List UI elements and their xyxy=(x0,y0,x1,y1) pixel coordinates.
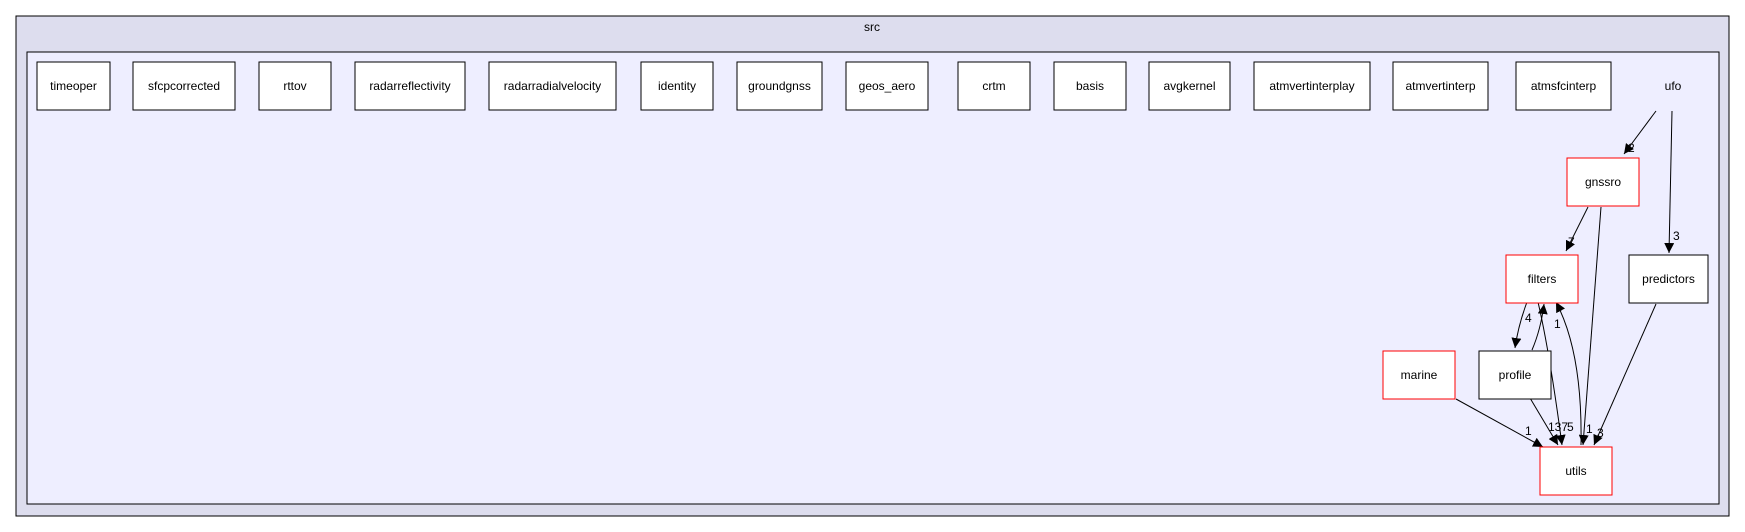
edge-label-ufo-gnssro: 2 xyxy=(1628,141,1635,155)
edge-ufo-gnssro[interactable]: 2 xyxy=(1623,110,1657,155)
node-marine[interactable]: marine xyxy=(1382,350,1456,400)
node-gnssro-box xyxy=(1566,157,1640,207)
node-identity[interactable]: identity xyxy=(640,61,714,111)
nodes: ufo timeoper sfcpcorrected rttov radarre… xyxy=(36,61,1709,496)
node-sfcpcorrected-label: sfcpcorrected xyxy=(148,79,220,93)
edge-predictors-utils[interactable]: 3 xyxy=(1593,303,1657,446)
node-gnssro[interactable]: gnssro xyxy=(1566,157,1640,207)
node-crtm-label: crtm xyxy=(982,79,1005,93)
node-ufo[interactable]: ufo xyxy=(1665,79,1682,93)
node-profile-box xyxy=(1478,350,1552,400)
node-profile-label: profile xyxy=(1499,368,1532,382)
edge-label-profile-utils: 5 xyxy=(1567,420,1574,434)
node-atmsfcinterp[interactable]: atmsfcinterp xyxy=(1515,61,1612,111)
node-basis-box xyxy=(1053,61,1127,111)
node-atmvertinterp-box xyxy=(1392,61,1489,111)
edge-label-profile-filters: 4 xyxy=(1525,311,1532,325)
edge-profile-filters[interactable]: 4 xyxy=(1525,303,1548,351)
node-identity-box xyxy=(640,61,714,111)
node-filters-label: filters xyxy=(1528,272,1557,286)
node-geos-aero[interactable]: geos_aero xyxy=(845,61,929,111)
node-rttov-label: rttov xyxy=(283,79,306,93)
node-radarreflectivity-label: radarreflectivity xyxy=(369,79,450,93)
edge-label-gnssro-filters: 7 xyxy=(1568,235,1575,249)
node-predictors-box xyxy=(1628,254,1709,304)
node-radarreflectivity[interactable]: radarreflectivity xyxy=(354,61,466,111)
node-profile[interactable]: profile xyxy=(1478,350,1552,400)
node-geos-aero-label: geos_aero xyxy=(859,79,916,93)
node-radarradialvelocity-box xyxy=(488,61,617,111)
edge-gnssro-utils[interactable]: 1 xyxy=(1578,206,1602,446)
node-basis[interactable]: basis xyxy=(1053,61,1127,111)
node-crtm[interactable]: crtm xyxy=(957,61,1031,111)
node-groundgnss-box xyxy=(736,61,823,111)
node-atmsfcinterp-label: atmsfcinterp xyxy=(1531,79,1597,93)
node-atmsfcinterp-box xyxy=(1515,61,1612,111)
node-avgkernel-box xyxy=(1148,61,1231,111)
edge-label-ufo-predictors: 3 xyxy=(1673,229,1680,243)
node-gnssro-label: gnssro xyxy=(1585,175,1621,189)
node-groundgnss[interactable]: groundgnss xyxy=(736,61,823,111)
node-sfcpcorrected-box xyxy=(132,61,236,111)
node-atmvertinterplay-box xyxy=(1253,61,1371,111)
node-radarradialvelocity[interactable]: radarradialvelocity xyxy=(488,61,617,111)
edge-profile-utils[interactable]: 5 xyxy=(1529,397,1574,446)
node-marine-box xyxy=(1382,350,1456,400)
edge-label-filters-utils: 137 xyxy=(1548,420,1568,434)
node-rttov[interactable]: rttov xyxy=(258,61,332,111)
node-timeoper[interactable]: timeoper xyxy=(36,61,111,111)
node-atmvertinterplay[interactable]: atmvertinterplay xyxy=(1253,61,1371,111)
node-atmvertinterp[interactable]: atmvertinterp xyxy=(1392,61,1489,111)
edge-label-gnssro-utils: 1 xyxy=(1586,422,1593,436)
cluster-src-label: src xyxy=(864,20,880,34)
node-timeoper-box xyxy=(36,61,111,111)
node-utils-box xyxy=(1539,446,1613,496)
node-radarreflectivity-box xyxy=(354,61,466,111)
cluster-src-inner xyxy=(26,51,1720,505)
node-crtm-box xyxy=(957,61,1031,111)
edge-label-marine-utils: 1 xyxy=(1525,424,1532,438)
node-atmvertinterp-label: atmvertinterp xyxy=(1405,79,1475,93)
node-basis-label: basis xyxy=(1076,79,1104,93)
node-ufo-label: ufo xyxy=(1665,79,1682,93)
node-utils-label: utils xyxy=(1565,464,1586,478)
node-timeoper-label: timeoper xyxy=(50,79,97,93)
edge-gnssro-filters[interactable]: 7 xyxy=(1565,206,1589,252)
edge-label-utils-filters: 1 xyxy=(1554,317,1561,331)
edge-utils-filters[interactable]: 1 xyxy=(1554,301,1582,446)
edge-ufo-predictors[interactable]: 3 xyxy=(1664,110,1680,254)
node-marine-label: marine xyxy=(1401,368,1438,382)
node-atmvertinterplay-label: atmvertinterplay xyxy=(1269,79,1354,93)
node-avgkernel[interactable]: avgkernel xyxy=(1148,61,1231,111)
node-identity-label: identity xyxy=(658,79,696,93)
node-radarradialvelocity-label: radarradialvelocity xyxy=(504,79,601,93)
node-predictors[interactable]: predictors xyxy=(1628,254,1709,304)
node-filters-box xyxy=(1505,254,1579,304)
node-utils[interactable]: utils xyxy=(1539,446,1613,496)
node-filters[interactable]: filters xyxy=(1505,254,1579,304)
node-predictors-label: predictors xyxy=(1642,272,1695,286)
edge-label-predictors-utils: 3 xyxy=(1597,426,1604,440)
node-rttov-box xyxy=(258,61,332,111)
edge-marine-utils[interactable]: 1 xyxy=(1455,398,1544,448)
node-geos-aero-box xyxy=(845,61,929,111)
node-sfcpcorrected[interactable]: sfcpcorrected xyxy=(132,61,236,111)
node-groundgnss-label: groundgnss xyxy=(748,79,811,93)
node-avgkernel-label: avgkernel xyxy=(1163,79,1215,93)
